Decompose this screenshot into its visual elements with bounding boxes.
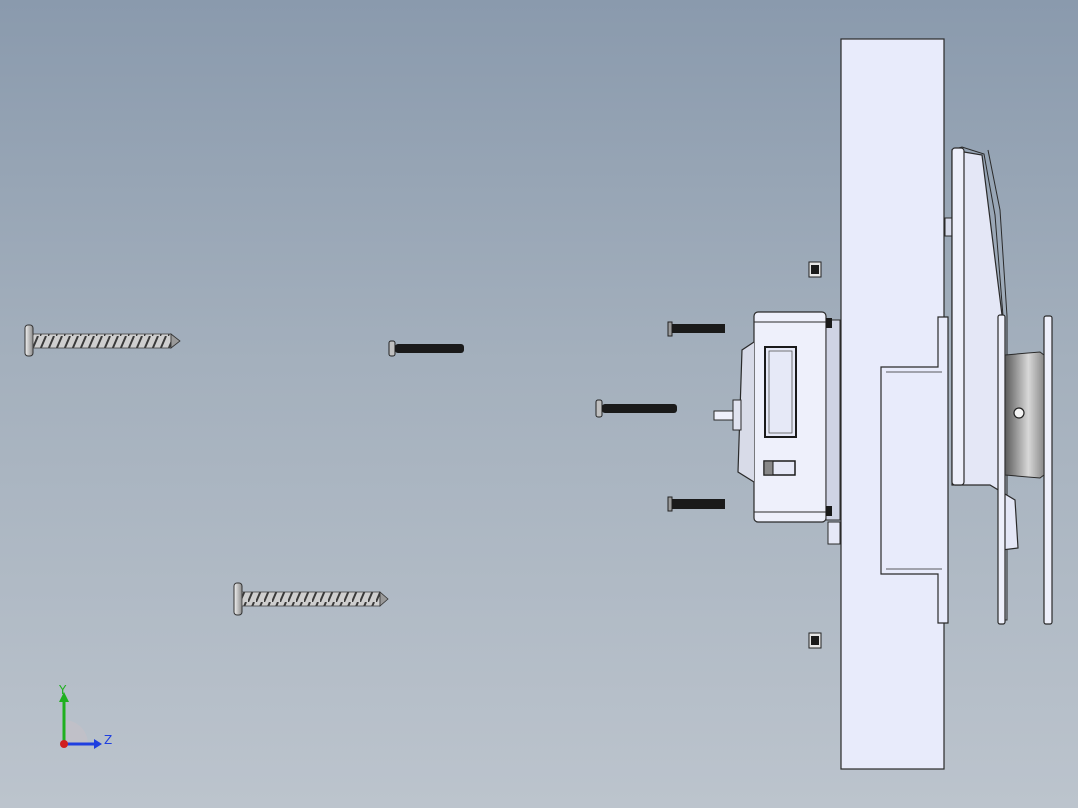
y-axis-label: Y	[58, 683, 67, 697]
mounting-bracket[interactable]	[880, 316, 949, 624]
small-nut-upper[interactable]	[808, 261, 822, 278]
switch-housing[interactable]	[713, 311, 841, 545]
rear-cover-plate[interactable]	[944, 146, 1053, 625]
wood-screw-upper[interactable]	[24, 324, 181, 357]
machine-screw-bottom[interactable]	[667, 496, 725, 512]
x-axis-dot	[60, 740, 68, 748]
z-axis-arrowhead	[94, 739, 102, 749]
machine-screw-top[interactable]	[667, 321, 725, 337]
triad-plane-fill	[64, 720, 88, 744]
wood-screw-lower[interactable]	[233, 582, 389, 616]
y-axis-arrowhead	[59, 692, 69, 702]
view-orientation-triad: Y Z	[58, 683, 112, 749]
machine-screw-center[interactable]	[595, 399, 677, 418]
machine-screw-mid-left[interactable]	[388, 340, 464, 357]
small-nut-lower[interactable]	[808, 632, 822, 649]
z-axis-label: Z	[104, 733, 112, 747]
